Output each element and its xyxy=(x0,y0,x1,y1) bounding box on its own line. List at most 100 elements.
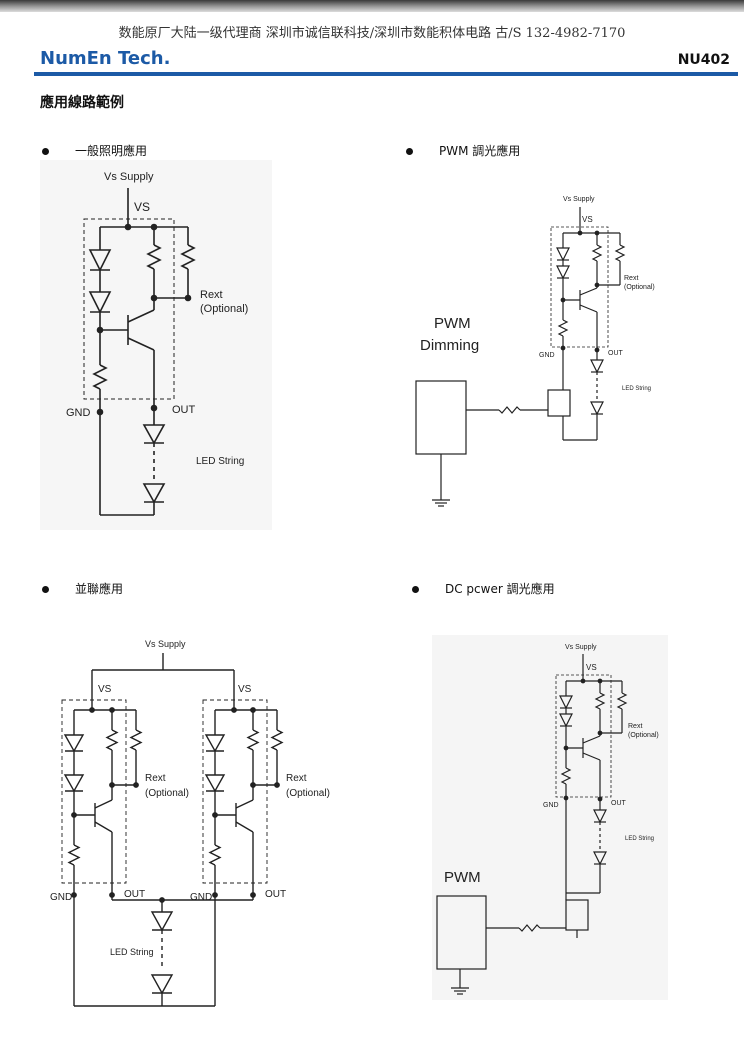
app-title: 一般照明應用 xyxy=(75,144,148,158)
label-gnd: GND xyxy=(50,892,72,903)
junction-dot xyxy=(124,223,132,231)
label-optional: (Optional) xyxy=(200,303,248,315)
label-pwm: PWM xyxy=(434,315,471,332)
circuit-symbol xyxy=(498,406,521,414)
junction-dot xyxy=(231,707,237,713)
label-optional: (Optional) xyxy=(145,788,189,799)
label-led-string: LED String xyxy=(622,386,651,392)
wire xyxy=(579,287,598,296)
junction-dot xyxy=(597,796,603,802)
junction-dot xyxy=(89,707,95,713)
circuit-symbol xyxy=(142,424,166,445)
junction-dot xyxy=(150,404,158,412)
label-dimming: Dimming xyxy=(420,337,479,354)
circuit-symbol xyxy=(129,729,143,751)
wire xyxy=(94,821,113,833)
brand-logo: NumEn Tech. xyxy=(40,48,171,69)
component-box xyxy=(61,699,127,884)
label-vs-supply: Vs Supply xyxy=(565,644,597,651)
component-box xyxy=(436,895,487,970)
circuit-symbol xyxy=(88,291,112,314)
distributor-line: 数能原厂大陆一级代理商 深圳市诚信联科技/深圳市数能积体电路 古/S 132-4… xyxy=(118,26,626,41)
circuit-symbol xyxy=(246,729,260,751)
app-heading-dc: DC pcwer 調光應用 xyxy=(412,580,555,597)
circuit-symbol xyxy=(594,692,606,710)
label-optional: (Optional) xyxy=(628,732,659,739)
part-number: NU402 xyxy=(677,52,730,68)
component-box xyxy=(547,389,571,417)
app-heading-parallel: 並聯應用 xyxy=(42,580,123,597)
label-vs-supply: Vs Supply xyxy=(145,639,186,649)
label-vs: VS xyxy=(586,663,597,672)
bullet-dot xyxy=(412,586,419,593)
circuit-symbol xyxy=(616,692,628,710)
label-out: OUT xyxy=(172,404,196,416)
junction-dot xyxy=(594,347,600,353)
circuit-symbol xyxy=(67,844,81,866)
label-gnd: GND xyxy=(539,352,555,359)
junction-dot xyxy=(109,782,115,788)
circuit-symbol xyxy=(591,244,603,262)
label-out: OUT xyxy=(608,350,624,357)
label-rext: Rext xyxy=(200,289,223,301)
label-gnd: GND xyxy=(190,892,212,903)
label-vs: VS xyxy=(98,684,112,695)
label-vs: VS xyxy=(134,200,150,214)
component-box xyxy=(432,635,668,1000)
label-optional: (Optional) xyxy=(624,284,655,291)
junction-dot xyxy=(597,730,603,736)
label-rext: Rext xyxy=(145,773,166,784)
circuit-symbol xyxy=(88,249,112,272)
junction-dot xyxy=(580,678,586,684)
label-out: OUT xyxy=(124,889,145,900)
circuit-symbol xyxy=(559,695,573,710)
circuit-symbol xyxy=(614,244,626,262)
wire xyxy=(235,799,254,809)
junction-dot xyxy=(109,892,115,898)
wire xyxy=(127,309,155,323)
bullet-dot xyxy=(406,148,413,155)
circuit-symbol xyxy=(518,924,541,932)
junction-dot xyxy=(594,282,600,288)
app-title: PWM 調光應用 xyxy=(439,144,521,158)
driver-right: VS Rext (Optional) GND OUT xyxy=(190,670,330,903)
header-rule xyxy=(34,72,738,76)
junction-dot xyxy=(250,892,256,898)
label-rext: Rext xyxy=(628,723,642,730)
circuit-symbol xyxy=(590,401,604,416)
circuit-symbol xyxy=(92,364,108,390)
component-box xyxy=(550,226,609,348)
wire xyxy=(94,799,113,809)
circuit-symbol xyxy=(557,319,569,337)
wire xyxy=(579,304,598,313)
circuit-symbol xyxy=(560,767,572,785)
junction-dot xyxy=(96,408,104,416)
header-bar xyxy=(0,0,744,12)
circuit-symbol xyxy=(142,483,166,504)
label-vs: VS xyxy=(582,215,593,224)
circuit-symbol xyxy=(204,774,226,793)
wire xyxy=(127,337,155,351)
label-gnd: GND xyxy=(543,802,559,809)
component-box xyxy=(83,218,175,400)
app-title: DC pcwer 調光應用 xyxy=(445,582,555,596)
circuit-symbol xyxy=(208,844,222,866)
wire xyxy=(582,735,601,744)
label-vs-supply: Vs Supply xyxy=(104,171,154,183)
junction-dot xyxy=(184,294,192,302)
app-heading-general: 一般照明應用 xyxy=(42,142,147,159)
circuit-symbol xyxy=(63,734,85,753)
junction-dot xyxy=(250,782,256,788)
wire xyxy=(235,821,254,833)
label-led-string: LED String xyxy=(110,947,154,957)
label-led-string: LED String xyxy=(196,456,244,467)
label-led-string: LED String xyxy=(625,836,654,842)
component-box xyxy=(40,160,272,530)
component-box xyxy=(202,699,268,884)
circuit-symbol xyxy=(590,359,604,374)
circuit-symbol xyxy=(180,244,196,270)
